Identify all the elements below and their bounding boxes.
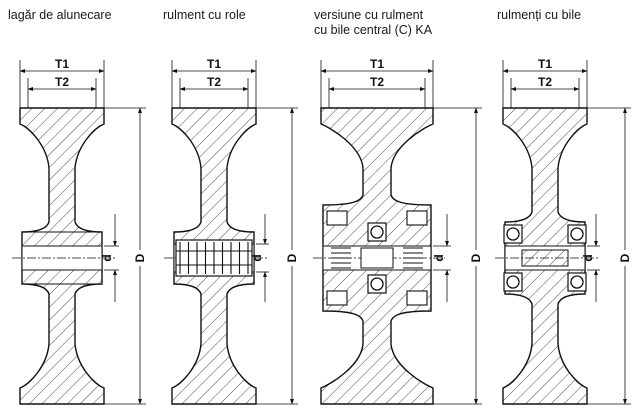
D-label-bg [285,250,299,266]
housing-cap [406,290,428,306]
spacer-sleeve [521,249,569,267]
caption-central-ball-bearing: versiune cu rulment cu bile central (C) … [314,8,432,38]
D-label: D [133,253,147,262]
caption-plain-bearing: lagăr de alunecare [8,8,112,22]
D-label: D [618,253,632,262]
housing-cap [326,290,348,306]
t2-label: T2 [370,75,384,89]
D-label-bg [133,250,147,266]
housing-cap [326,210,348,226]
bearing-ball [506,275,520,289]
t2-label: T2 [207,75,221,89]
D-label-bg [618,250,632,266]
t1-label: T1 [207,57,221,71]
caption-ball-bearings: rulmenți cu bile [497,8,582,22]
D-label-bg [469,250,483,266]
d-label: d [100,254,114,261]
caption-central-line1: versiune cu rulment [314,8,424,22]
bearing-ball [506,227,520,241]
D-label: D [285,253,299,262]
bearing-ball [570,275,584,289]
d-label: d [432,254,446,261]
d-label: d [581,254,595,261]
t1-label: T1 [55,57,69,71]
t1-label: T1 [538,57,552,71]
housing-cap [406,210,428,226]
center-spacer [360,247,394,269]
plain-bushing [21,231,103,285]
caption-roller-bearing: rulment cu role [163,8,246,22]
bearing-ball [370,225,384,239]
d-label: d [250,254,264,261]
D-label: D [469,253,483,262]
t1-label: T1 [370,57,384,71]
t2-label: T2 [538,75,552,89]
bearing-ball [370,277,384,291]
t2-label: T2 [55,75,69,89]
caption-central-line2: cu bile central (C) KA [314,23,433,37]
bearing-ball [570,227,584,241]
